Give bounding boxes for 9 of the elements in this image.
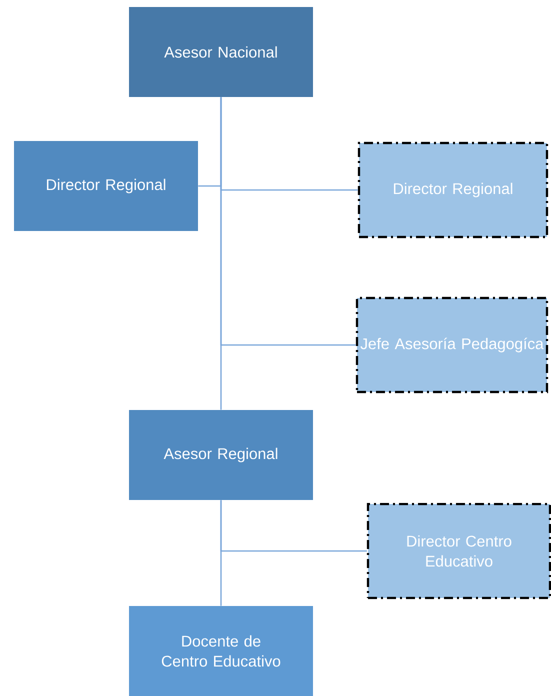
org-box: Asesor Regional bbox=[129, 410, 313, 500]
org-box: Jefe Asesoría Pedagogíca bbox=[356, 296, 548, 394]
org-box: Director Regional bbox=[358, 142, 548, 238]
org-box: Director Regional bbox=[14, 141, 198, 231]
org-box: Docente de Centro Educativo bbox=[129, 606, 313, 696]
org-box: Director Centro Educativo bbox=[366, 502, 551, 600]
connector-line bbox=[220, 97, 356, 346]
connector-line bbox=[220, 500, 222, 606]
org-box: Asesor Nacional bbox=[129, 7, 313, 97]
